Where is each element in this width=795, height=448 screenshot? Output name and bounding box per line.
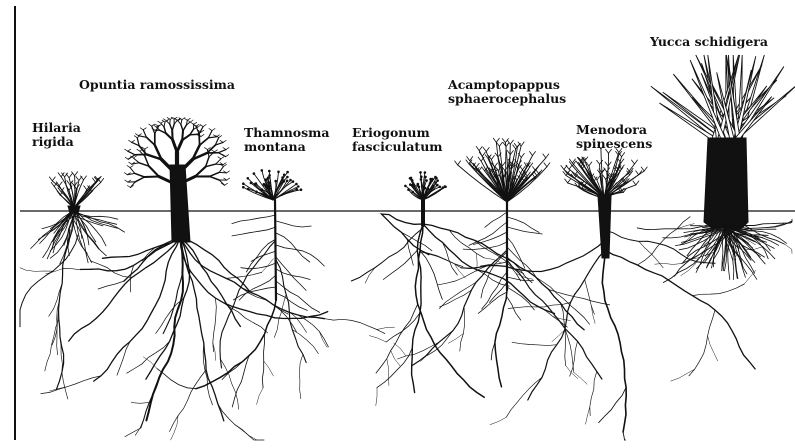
label-line: Menodora: [576, 123, 652, 137]
label-line: Acamptopappus: [448, 78, 566, 92]
label-hilaria-rigida: Hilaria rigida: [32, 121, 81, 149]
label-yucca-schidigera: Yucca schidigera: [650, 35, 768, 49]
label-line: Hilaria: [32, 121, 81, 135]
label-line: Opuntia ramossissima: [79, 78, 235, 92]
label-line: montana: [244, 140, 330, 154]
plant-opuntia: [41, 117, 395, 440]
label-line: Thamnosma: [244, 126, 330, 140]
label-line: spinescens: [576, 137, 652, 151]
plant-thamnosma: [143, 169, 324, 409]
label-opuntia-ramossissima: Opuntia ramossissima: [79, 78, 235, 92]
label-thamnosma-montana: Thamnosma montana: [244, 126, 330, 154]
label-menodora-spinescens: Menodora spinescens: [576, 123, 652, 151]
plant-yucca: [637, 55, 795, 283]
label-eriogonum-fasciculatum: Eriogonum fasciculatum: [352, 126, 443, 154]
label-line: fasciculatum: [352, 140, 443, 154]
plant-eriogonum: [351, 171, 609, 406]
label-line: Yucca schidigera: [650, 35, 768, 49]
label-line: rigida: [32, 135, 81, 149]
label-acamptopappus-sphaerocephalus: Acamptopappus sphaerocephalus: [448, 78, 566, 106]
label-line: Eriogonum: [352, 126, 443, 140]
label-line: sphaerocephalus: [448, 92, 566, 106]
